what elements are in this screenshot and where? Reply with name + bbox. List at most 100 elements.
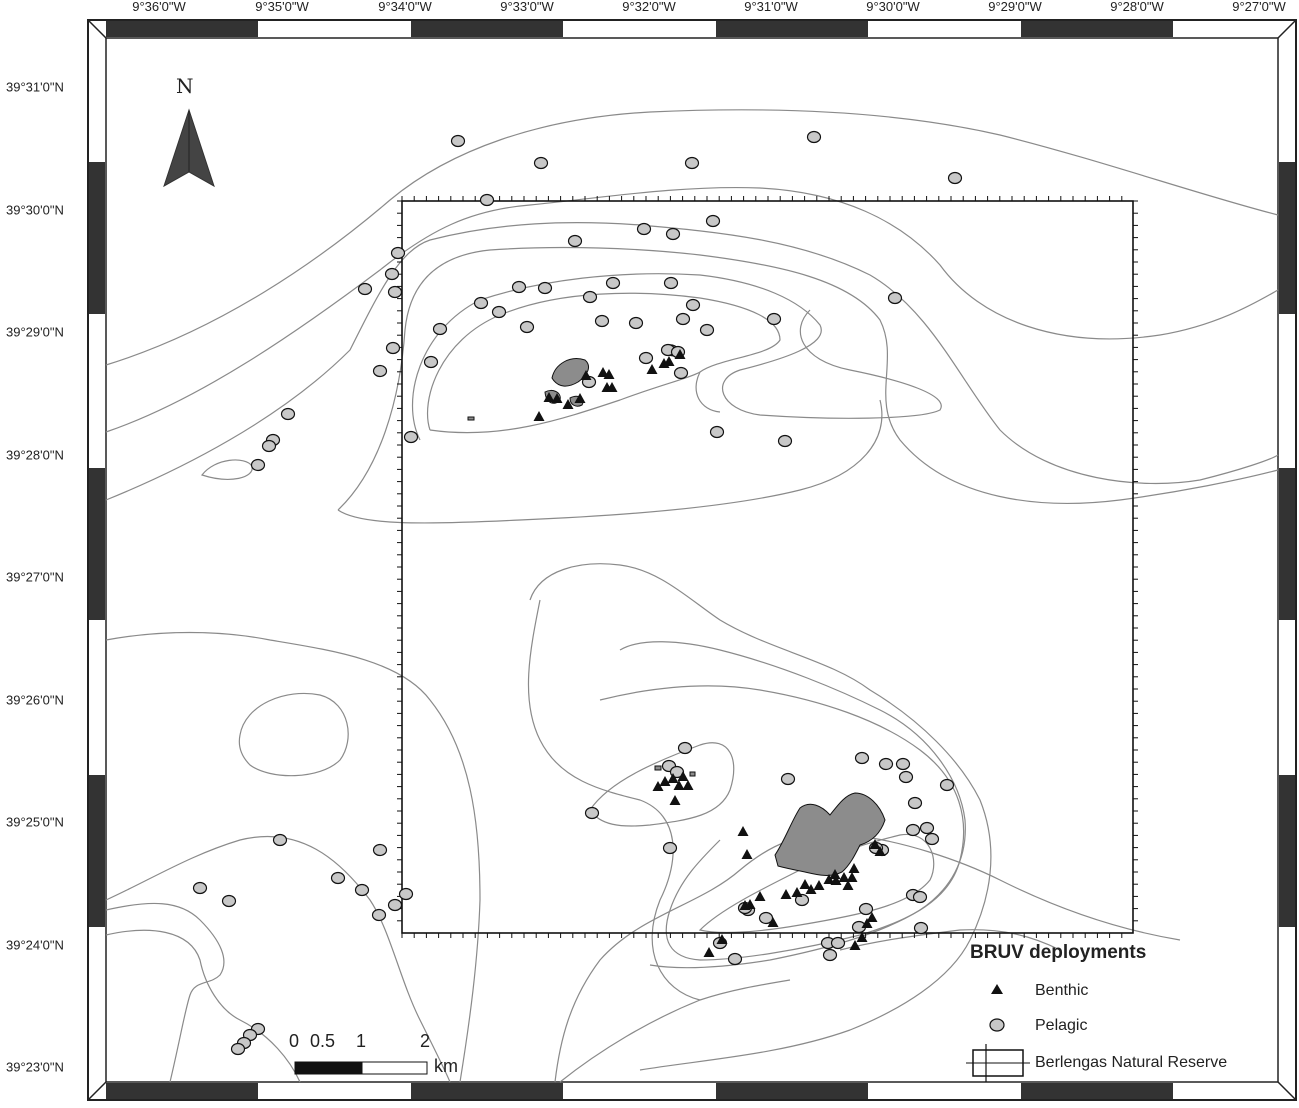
pelagic-point xyxy=(665,227,681,241)
scale-label-05: 0.5 xyxy=(310,1031,336,1051)
lat-label: 39°28'0"N xyxy=(6,447,64,463)
pelagic-point xyxy=(822,948,838,962)
legend-reserve-label: Berlengas Natural Reserve xyxy=(1035,1054,1228,1071)
pelagic-point xyxy=(939,778,955,792)
scale-unit: km xyxy=(434,1056,458,1076)
reserve-boundary xyxy=(397,196,1138,938)
legend-pelagic-symbol xyxy=(989,1018,1005,1032)
lon-label: 9°32'0"W xyxy=(622,0,676,14)
pelagic-point xyxy=(423,355,439,369)
benthic-point xyxy=(574,393,586,403)
pelagic-point xyxy=(330,871,346,885)
benthic-point xyxy=(754,891,766,901)
lat-label: 39°26'0"N xyxy=(6,692,64,708)
benthic-point xyxy=(652,781,664,791)
benthic-point xyxy=(667,773,679,783)
pelagic-point xyxy=(250,458,266,472)
pelagic-point xyxy=(403,430,419,444)
pelagic-point xyxy=(371,908,387,922)
benthic-point xyxy=(580,370,592,380)
benthic-point xyxy=(856,932,868,942)
legend-pelagic-label: Pelagic xyxy=(1035,1017,1088,1034)
pelagic-point xyxy=(913,921,929,935)
benthic-point xyxy=(767,917,779,927)
pelagic-point xyxy=(919,821,935,835)
lon-label: 9°28'0"W xyxy=(1110,0,1164,14)
lat-label: 39°25'0"N xyxy=(6,814,64,830)
scale-bar xyxy=(294,1061,428,1075)
pelagic-point xyxy=(806,130,822,144)
benthic-point xyxy=(663,356,675,366)
pelagic-point xyxy=(221,894,237,908)
pelagic-point xyxy=(450,134,466,148)
north-arrow-icon xyxy=(163,108,215,188)
benthic-point xyxy=(861,918,873,928)
lon-label: 9°29'0"W xyxy=(988,0,1042,14)
pelagic-point xyxy=(385,341,401,355)
legend-symbols xyxy=(966,984,1030,1082)
legend-reserve-symbol xyxy=(966,1044,1030,1082)
pelagic-point xyxy=(777,434,793,448)
pelagic-point xyxy=(594,314,610,328)
benthic-point xyxy=(716,934,728,944)
pelagic-point xyxy=(357,282,373,296)
benthic-point xyxy=(739,900,751,910)
pelagic-point xyxy=(830,936,846,950)
pelagic-point xyxy=(582,290,598,304)
legend-benthic-label: Benthic xyxy=(1035,982,1089,999)
pelagic-point xyxy=(261,439,277,453)
pelagic-point xyxy=(794,893,810,907)
pelagic-point xyxy=(709,425,725,439)
pelagic-point xyxy=(584,806,600,820)
pelagic-point xyxy=(511,280,527,294)
pelagic-point xyxy=(705,214,721,228)
benthic-point xyxy=(791,887,803,897)
benthic-point xyxy=(799,879,811,889)
scale-label-0: 0 xyxy=(289,1031,300,1051)
pelagic-point xyxy=(390,246,406,260)
benthic-point xyxy=(842,880,854,890)
benthic-point xyxy=(562,399,574,409)
map-frame xyxy=(87,19,1297,1101)
lat-label: 39°27'0"N xyxy=(6,569,64,585)
benthic-point xyxy=(606,382,618,392)
pelagic-point xyxy=(567,234,583,248)
pelagic-point xyxy=(387,285,403,299)
pelagic-point xyxy=(780,772,796,786)
pelagic-point xyxy=(479,193,495,207)
benthic-point xyxy=(677,771,689,781)
lat-label: 39°31'0"N xyxy=(6,79,64,95)
benthic-point xyxy=(673,780,685,790)
benthic-point xyxy=(830,875,842,885)
pelagic-point xyxy=(372,364,388,378)
lon-label: 9°31'0"W xyxy=(744,0,798,14)
legend-title: BRUV deployments xyxy=(970,942,1147,963)
lon-label: 9°27'0"W xyxy=(1232,0,1286,14)
pelagic-point xyxy=(887,291,903,305)
benthic-point xyxy=(805,884,817,894)
pelagic-point xyxy=(907,796,923,810)
north-label: N xyxy=(176,74,194,98)
benthic-point xyxy=(543,392,555,402)
benthic-point xyxy=(849,940,861,950)
lon-label: 9°34'0"W xyxy=(378,0,432,14)
pelagic-point xyxy=(766,312,782,326)
benthic-point xyxy=(703,947,715,957)
pelagic-point xyxy=(905,823,921,837)
benthic-point xyxy=(838,872,850,882)
benthic-point xyxy=(829,869,841,879)
benthic-point xyxy=(848,863,860,873)
lon-label: 9°35'0"W xyxy=(255,0,309,14)
scale-label-2: 2 xyxy=(420,1031,431,1051)
islands xyxy=(467,344,886,876)
pelagic-point xyxy=(699,323,715,337)
benthic-point xyxy=(813,880,825,890)
legend-benthic-symbol xyxy=(991,984,1003,994)
pelagic-point xyxy=(192,881,208,895)
pelagic-point xyxy=(662,841,678,855)
benthic-point xyxy=(669,795,681,805)
pelagic-point xyxy=(605,276,621,290)
benthic-point xyxy=(869,839,881,849)
pelagic-point xyxy=(947,171,963,185)
benthic-point xyxy=(533,411,545,421)
